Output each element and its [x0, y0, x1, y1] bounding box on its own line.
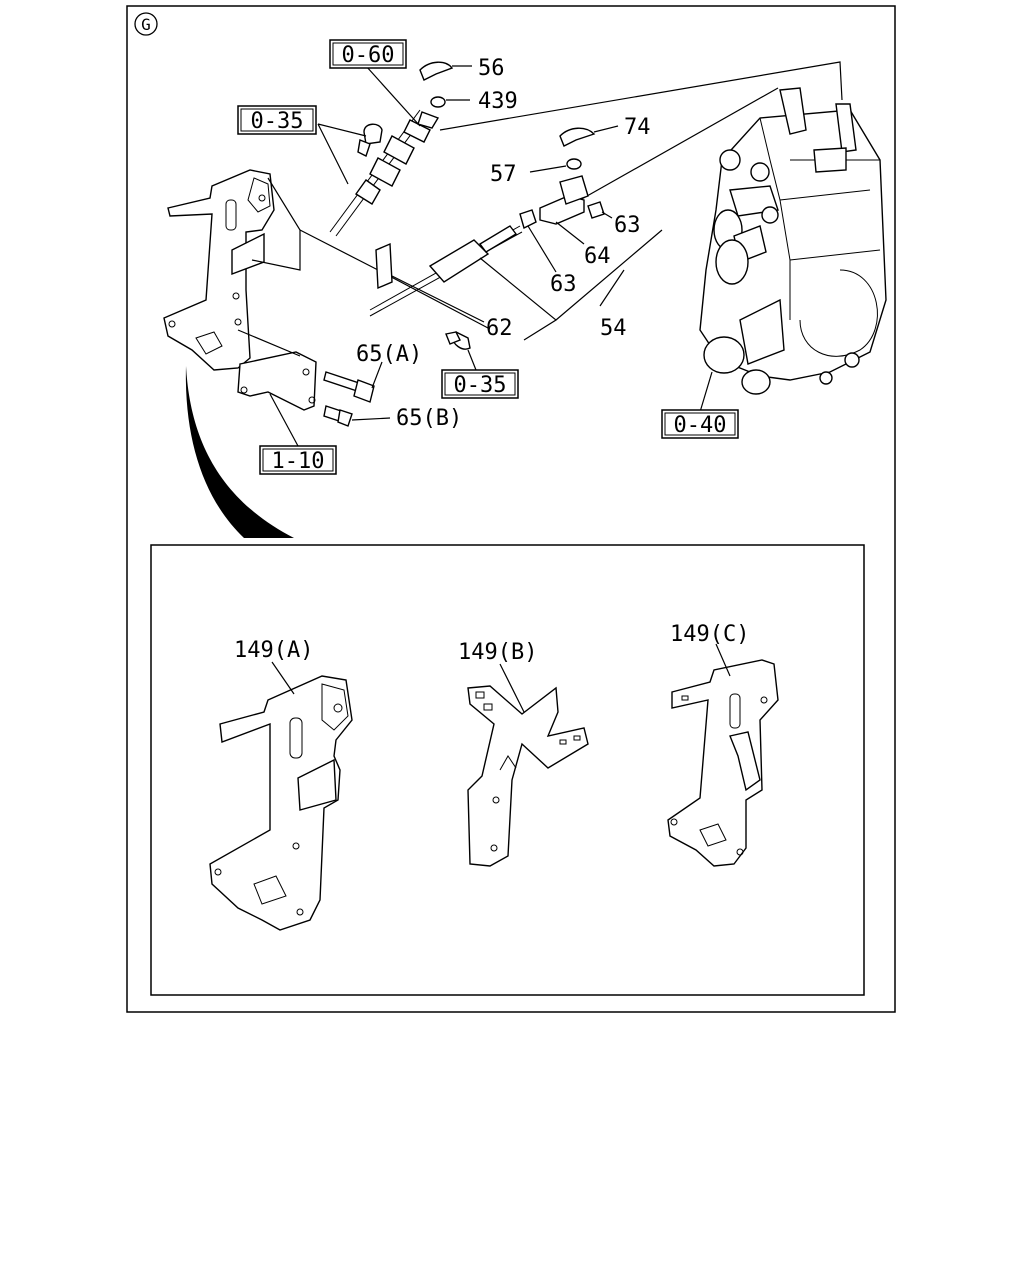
- leader-57: [529, 165, 567, 173]
- section-mark-text: G: [141, 15, 151, 34]
- bolt-65b: [323, 405, 353, 427]
- ref-box-0-60: 0-60: [329, 39, 407, 69]
- section-mark: G: [134, 12, 158, 36]
- label-65a: 65(A): [356, 342, 422, 367]
- leader-63-right: [601, 211, 613, 219]
- leader-035-top: [317, 123, 367, 185]
- clip-74: [559, 127, 596, 147]
- leader-149a: [271, 661, 295, 695]
- leader-74-to-housing: [579, 87, 779, 201]
- transmission-housing: [699, 87, 887, 395]
- clip-56: [419, 61, 454, 81]
- leader-65a: [371, 361, 383, 389]
- leader-63-left: [527, 225, 557, 273]
- leader-110: [269, 393, 299, 447]
- bracket-149c: [667, 659, 779, 867]
- leader-040: [699, 371, 713, 413]
- label-62: 62: [486, 316, 513, 341]
- leader-439-to-housing: [439, 61, 843, 131]
- bracket-149b: [467, 685, 589, 867]
- leader-149b: [499, 663, 525, 713]
- ref-1-10-text: 1-10: [272, 449, 325, 474]
- ref-box-1-10: 1-10: [259, 445, 337, 475]
- label-439: 439: [478, 89, 518, 114]
- ref-box-0-35-bottom: 0-35: [441, 369, 519, 399]
- washer-57: [566, 158, 582, 170]
- leader-54: [479, 229, 663, 341]
- leader-149c: [715, 643, 731, 677]
- outer-frame: [126, 5, 896, 1013]
- ref-box-0-40: 0-40: [661, 409, 739, 439]
- label-149a: 149(A): [234, 638, 313, 663]
- block-64-top: [559, 175, 589, 205]
- bracket-guide-line: [251, 177, 301, 271]
- label-56: 56: [478, 56, 505, 81]
- bolt-035-top: [357, 123, 383, 157]
- detail-arrow: [185, 366, 294, 538]
- label-63-left: 63: [550, 272, 577, 297]
- shift-cable: [329, 109, 440, 237]
- label-57: 57: [490, 162, 517, 187]
- ref-0-35-bottom-text: 0-35: [454, 373, 507, 398]
- main-bracket: [163, 169, 275, 371]
- label-63-right: 63: [614, 213, 641, 238]
- bracket-guide-line-2: [299, 229, 489, 329]
- leader-62: [391, 275, 485, 323]
- select-cable: [369, 225, 523, 317]
- label-149b: 149(B): [458, 640, 537, 665]
- bolt-035-bottom: [445, 331, 471, 350]
- detail-inset-frame: [150, 544, 865, 996]
- label-64: 64: [584, 244, 611, 269]
- ref-0-35-top-text: 0-35: [251, 109, 304, 134]
- label-65b: 65(B): [396, 406, 462, 431]
- leader-65b: [351, 417, 391, 421]
- label-74: 74: [624, 115, 651, 140]
- nut-63-right: [587, 201, 605, 219]
- leader-74: [593, 125, 619, 133]
- leader-035-bottom: [467, 349, 477, 371]
- bracket-149a: [209, 675, 353, 931]
- leader-bracket-to-plate: [237, 329, 301, 357]
- ref-0-40-text: 0-40: [674, 413, 727, 438]
- bolt-65a: [323, 371, 375, 403]
- lower-plate: [237, 351, 317, 411]
- leader-060: [365, 65, 421, 127]
- washer-439: [430, 96, 446, 108]
- ref-0-60-text: 0-60: [342, 43, 395, 68]
- label-54: 54: [600, 316, 627, 341]
- label-149c: 149(C): [670, 622, 749, 647]
- leader-64: [555, 221, 585, 245]
- nut-63-left: [519, 209, 537, 230]
- ref-box-0-35-top: 0-35: [237, 105, 317, 135]
